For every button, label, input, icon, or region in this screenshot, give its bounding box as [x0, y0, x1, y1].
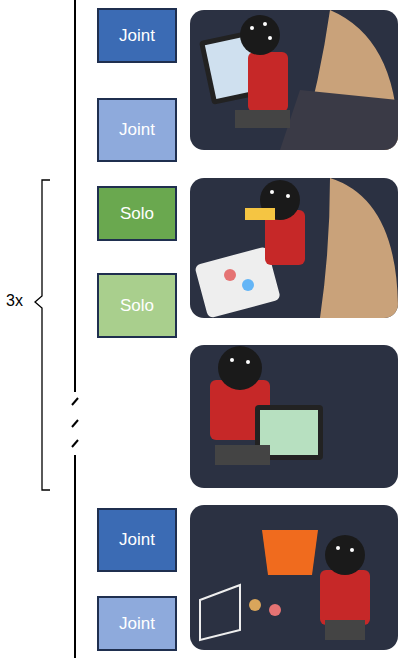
break-dash: [72, 440, 78, 447]
timeline-line: [74, 455, 76, 658]
phase-box: Solo: [97, 273, 177, 338]
repeat-label: 3x: [6, 292, 23, 310]
break-dash: [72, 420, 78, 427]
phase-label: Joint: [119, 120, 155, 140]
repeat-bracket: [35, 180, 50, 490]
phase-box: Joint: [97, 8, 177, 63]
photo-toys-solo: [190, 505, 398, 650]
phase-box: Joint: [97, 98, 177, 162]
photo-toys-joint: [190, 178, 398, 319]
phase-label: Joint: [119, 530, 155, 550]
timeline-line: [74, 0, 76, 392]
phase-box: Joint: [97, 596, 177, 651]
phase-label: Joint: [119, 26, 155, 46]
photo-tablet-solo: [190, 345, 398, 488]
phase-label: Joint: [119, 614, 155, 634]
phase-box: Solo: [97, 186, 177, 241]
photo-tablet-joint: [190, 10, 398, 150]
phase-label: Solo: [120, 204, 154, 224]
phase-label: Solo: [120, 296, 154, 316]
break-dash: [72, 398, 78, 405]
phase-box: Joint: [97, 508, 177, 572]
